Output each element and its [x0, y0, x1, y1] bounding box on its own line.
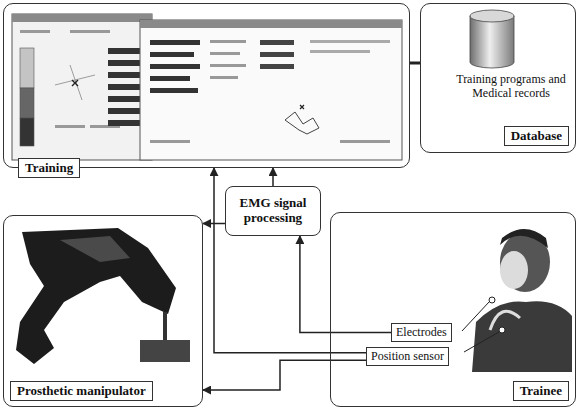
illustration-part: [470, 10, 514, 22]
illustration-part: [470, 16, 514, 68]
illustration-part: [489, 297, 495, 303]
software-screenshot: [140, 20, 402, 160]
illustration-part: [20, 118, 34, 146]
illustration-part: [300, 105, 304, 109]
illustration-part: [500, 229, 548, 248]
illustration-part: [108, 108, 144, 114]
illustration-part: [260, 52, 294, 57]
illustration-part: [310, 50, 370, 53]
leader-line: [462, 302, 499, 352]
illustration-part: [150, 40, 200, 45]
node-text: EMG signal processing: [232, 196, 314, 226]
illustration-part: [210, 40, 246, 43]
illustration-part: [472, 301, 572, 372]
illustration-part: [20, 88, 34, 118]
connector-arrow: [272, 168, 274, 186]
illustration-part: [108, 60, 144, 66]
illustration-part: [150, 140, 190, 143]
illustration-part: [210, 76, 238, 79]
illustration-part: [462, 302, 489, 331]
database-caption: Training programs and Medical records: [447, 72, 575, 101]
illustration-part: [108, 96, 144, 102]
software-screenshot: [12, 14, 152, 160]
illustration-part: [260, 64, 294, 69]
node-text: Electrodes: [396, 325, 447, 340]
illustration-part: [285, 112, 319, 134]
illustration-part: [20, 30, 50, 33]
illustration-part: [210, 64, 246, 67]
connector-arrow: [300, 236, 391, 333]
illustration-part: [70, 65, 82, 100]
trainee-panel: Trainee ElectrodesPosition sensor: [330, 212, 576, 407]
prosthetic-arm: [16, 228, 190, 364]
database-cylinder: [470, 10, 514, 68]
illustration-part: [60, 236, 130, 262]
process-box: EMG signal processing: [225, 186, 321, 236]
panel-title: Training: [18, 158, 80, 178]
illustration-part: [150, 76, 190, 81]
illustration-part: [20, 48, 34, 88]
database-panel: Training programs and Medical recordsDat…: [420, 3, 576, 153]
illustration-part: [108, 72, 144, 78]
illustration-part: [72, 80, 78, 86]
illustration-part: [140, 20, 402, 160]
panel-title: Database: [504, 126, 569, 146]
training-panel: Training: [3, 3, 410, 168]
illustration-part: [210, 52, 240, 55]
connector-arrow: [203, 360, 366, 390]
trainee-figure: [472, 229, 572, 372]
illustration-part: [260, 40, 294, 45]
manipulator-panel: Prosthetic manipulator: [3, 215, 203, 407]
node-text: Position sensor: [371, 349, 444, 364]
illustration-part: [490, 311, 520, 330]
illustration-part: [108, 48, 144, 54]
illustration-part: [108, 120, 144, 126]
panel-title: Trainee: [513, 381, 569, 401]
illustration-part: [499, 327, 505, 333]
illustration-part: [55, 125, 85, 128]
connector-arrow: [214, 168, 366, 353]
illustration-part: [108, 84, 144, 90]
illustration-part: [340, 140, 390, 143]
sensor-label-box: Electrodes: [391, 323, 452, 342]
illustration-part: [12, 14, 152, 160]
illustration-part: [150, 52, 194, 57]
illustration-part: [310, 40, 390, 43]
connector-arrow: [410, 62, 420, 65]
panel-title: Prosthetic manipulator: [10, 381, 153, 401]
sensor-label-box: Position sensor: [366, 347, 449, 366]
illustration-part: [140, 20, 402, 28]
illustration-part: [150, 88, 198, 93]
illustration-part: [464, 332, 499, 352]
illustration-part: [70, 30, 110, 33]
illustration-part: [140, 340, 190, 362]
illustration-part: [163, 312, 167, 340]
illustration-part: [150, 64, 200, 69]
illustration-part: [12, 14, 152, 22]
illustration-part: [500, 251, 528, 289]
